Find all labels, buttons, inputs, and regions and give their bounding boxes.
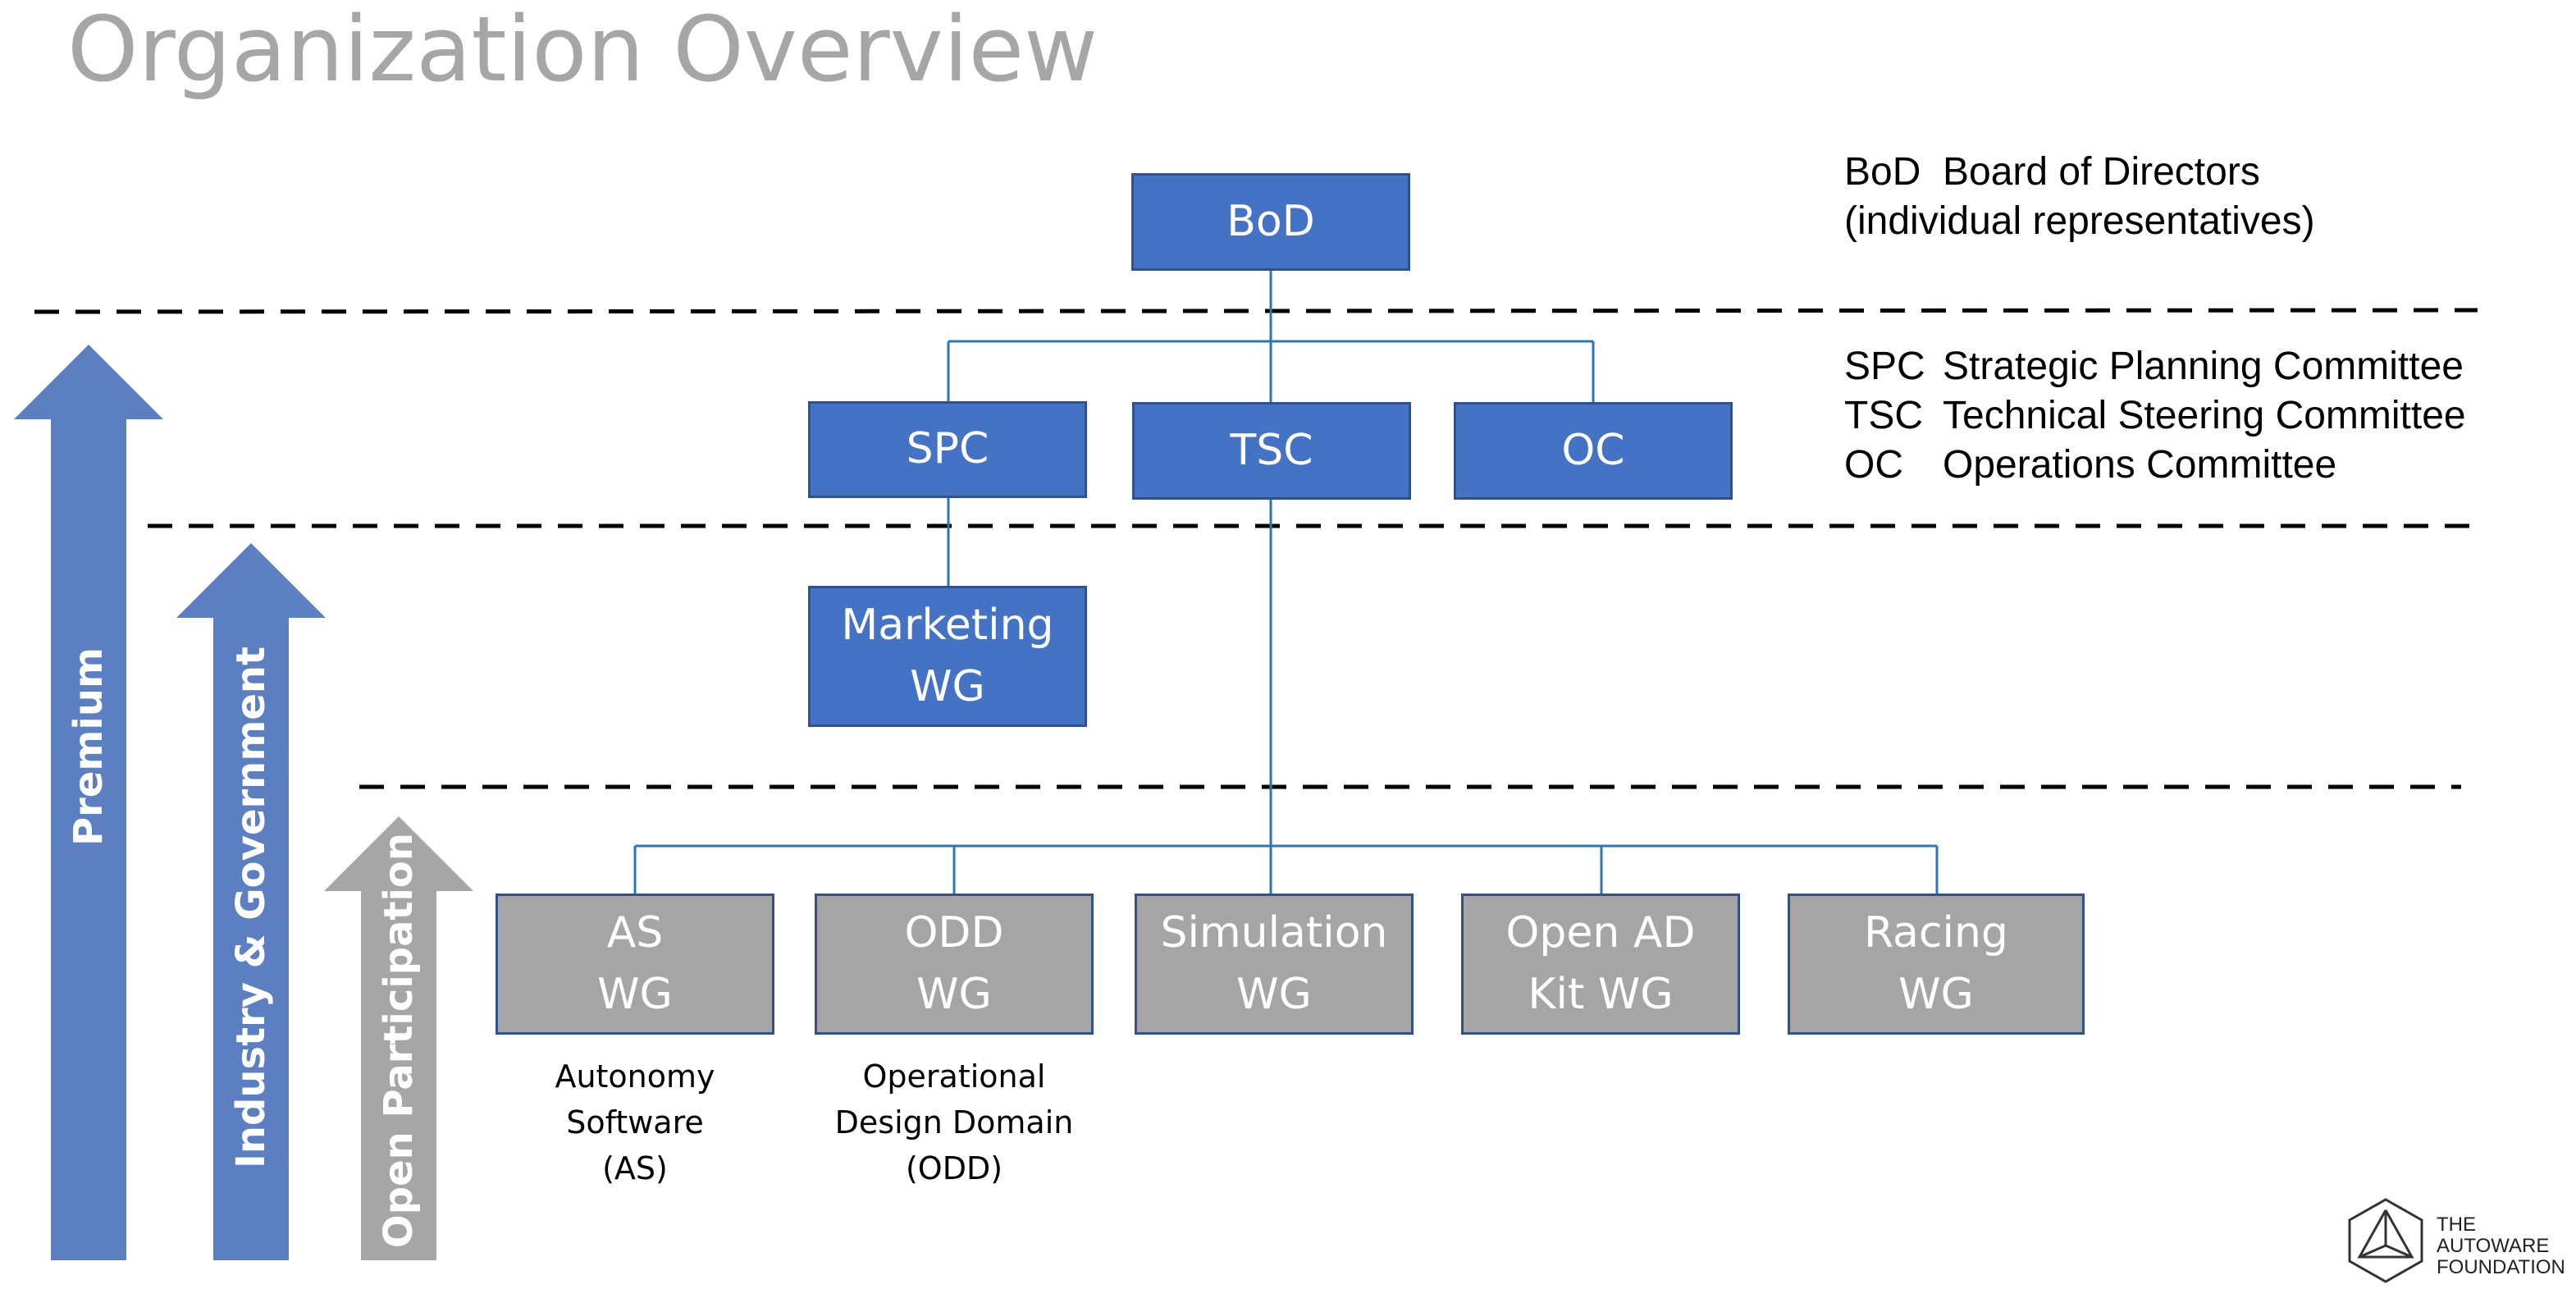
legend-row: OC Operations Committee: [1844, 443, 2337, 487]
odd-description: Operational Design Domain (ODD): [834, 1058, 1074, 1186]
oc-label: OC: [1561, 425, 1625, 475]
as-wg-label-line1: AS: [606, 907, 664, 958]
marketing-wg-label-line1: Marketing: [841, 600, 1054, 650]
industry-government-label: Industry & Government: [228, 646, 274, 1169]
marketing-wg-box: Marketing WG: [808, 586, 1087, 727]
simulation-wg-label-line1: Simulation: [1160, 907, 1388, 958]
odd-wg-box: ODD WG: [815, 894, 1094, 1035]
page-title: Organization Overview: [67, 0, 1098, 102]
racing-wg-label-line1: Racing: [1864, 907, 2008, 958]
bod-legend: BoD Board of Directors (individual repre…: [1844, 148, 2315, 246]
connectors: [633, 271, 1939, 894]
committee-legend: SPC Strategic Planning Committee TSC Tec…: [1844, 342, 2466, 490]
odd-wg-label-line1: ODD: [904, 907, 1004, 958]
tsc-label: TSC: [1230, 425, 1313, 475]
open-ad-kit-wg-label-line2: Kit WG: [1528, 970, 1674, 1019]
spc-label: SPC: [906, 424, 989, 474]
marketing-wg-label-line2: WG: [910, 662, 985, 711]
autoware-logo-icon: [2348, 1198, 2423, 1283]
tier-divider-1: [34, 308, 2478, 314]
bod-label: BoD: [1226, 196, 1315, 246]
odd-wg-label-line2: WG: [916, 970, 992, 1019]
as-wg-label-line2: WG: [597, 970, 673, 1019]
bod-box: BoD: [1131, 173, 1410, 271]
simulation-wg-box: Simulation WG: [1135, 894, 1414, 1035]
industry-government-arrow: [176, 543, 326, 1260]
open-participation-arrow: [324, 816, 473, 1260]
legend-row: SPC Strategic Planning Committee: [1844, 345, 2464, 388]
as-description: Autonomy Software (AS): [555, 1058, 715, 1186]
oc-box: OC: [1454, 402, 1733, 500]
racing-wg-box: Racing WG: [1788, 894, 2085, 1035]
open-ad-kit-wg-box: Open AD Kit WG: [1461, 894, 1740, 1035]
simulation-wg-label-line2: WG: [1236, 970, 1312, 1019]
open-ad-kit-wg-label-line1: Open AD: [1505, 907, 1696, 958]
open-participation-label: Open Participation: [376, 832, 422, 1249]
spc-box: SPC: [808, 401, 1087, 498]
racing-wg-label-line2: WG: [1898, 970, 1974, 1019]
legend-row: (individual representatives): [1844, 199, 2315, 243]
legend-row: TSC Technical Steering Committee: [1844, 394, 2466, 437]
legend-row: BoD Board of Directors: [1844, 150, 2260, 194]
as-wg-box: AS WG: [496, 894, 774, 1035]
autoware-logo-text: THE AUTOWARE FOUNDATION: [2437, 1214, 2565, 1278]
premium-label: Premium: [66, 647, 112, 847]
tsc-box: TSC: [1132, 402, 1411, 500]
premium-arrow: [14, 345, 163, 1260]
